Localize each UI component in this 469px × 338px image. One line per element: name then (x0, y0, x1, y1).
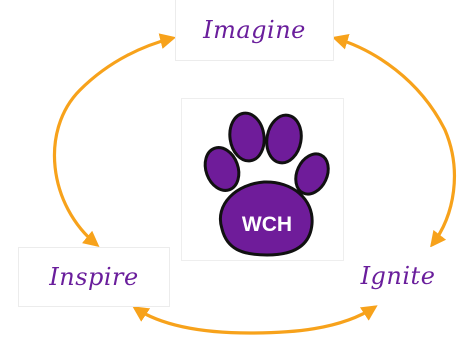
paw-toe-2 (228, 111, 266, 163)
paw-toe-1 (203, 146, 241, 192)
paw-toe-3 (265, 113, 303, 165)
inspire-label: Inspire (49, 263, 139, 291)
inspire-box: Inspire (18, 247, 170, 307)
paw-toe-4 (294, 152, 330, 196)
arrow-imagine-to-ignite (331, 34, 456, 248)
arrow-ignite-to-inspire (132, 305, 378, 335)
paw-print-icon: WCH (203, 111, 330, 257)
paw-pad (219, 180, 314, 257)
logo-text: WCH (242, 213, 292, 236)
imagine-box: Imagine (175, 0, 334, 61)
arrow-inspire-to-imagine (52, 33, 177, 248)
ignite-box: Ignite (327, 247, 469, 305)
ignite-label: Ignite (360, 262, 436, 290)
wch-logo: WCH (181, 98, 344, 261)
imagine-label: Imagine (203, 16, 306, 44)
